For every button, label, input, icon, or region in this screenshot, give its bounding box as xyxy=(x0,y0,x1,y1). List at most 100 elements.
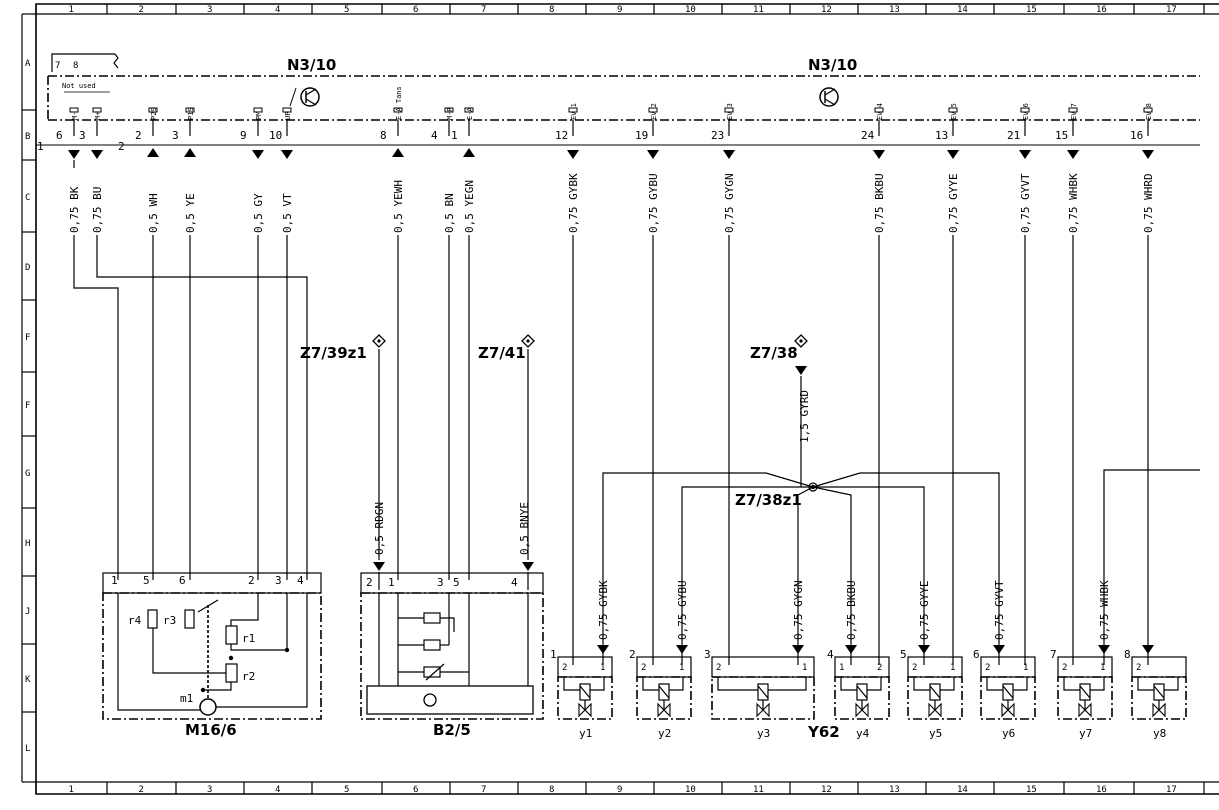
pin-e-a-in-arrow xyxy=(463,148,475,157)
pin-e-a-tans-number: 8 xyxy=(380,129,387,142)
pin-ev-5-out-arrow xyxy=(947,150,959,159)
grid-column-label-bottom: 16 xyxy=(1096,785,1107,795)
pin-p2s-number: 2 xyxy=(135,129,142,142)
w xyxy=(642,677,659,691)
splice-z7-39z1-icon-dot xyxy=(377,339,381,343)
valve-y5-coil-mark xyxy=(929,685,941,699)
valve-y4-valve-icon xyxy=(855,702,869,718)
w xyxy=(768,677,807,691)
pin-p1s-wire-label: 0,5 YE xyxy=(184,193,197,233)
pin-ev-8-out-arrow xyxy=(1142,150,1154,159)
w xyxy=(1164,677,1179,691)
pin-m--wire-label: 0,75 BU xyxy=(91,187,104,233)
pin-ev-8-number: 16 xyxy=(1130,129,1143,142)
control-unit-n3-10: N3/10 N3/10 7 8 Not used 1 2 xyxy=(36,53,1200,153)
valve-y7-housing xyxy=(1057,676,1113,720)
valve-y7-coil-mark xyxy=(1079,685,1091,699)
valve-y6-connector xyxy=(980,656,1036,678)
not-used-label: Not used xyxy=(62,82,96,90)
valve-y2-valve-icon xyxy=(657,702,671,718)
pin-m--socket xyxy=(69,107,79,113)
grid-column-label-bottom: 1 xyxy=(69,785,74,795)
valve-y5-number: 5 xyxy=(900,648,907,661)
pin-ev-7-out-arrow xyxy=(1067,150,1079,159)
pin-ev-3-number: 23 xyxy=(711,129,724,142)
w xyxy=(563,677,580,691)
transistor-collector xyxy=(824,88,836,96)
pin-m--signal: M- xyxy=(71,112,79,120)
pin-up-signal: UP xyxy=(284,112,292,120)
splices: Z7/39z1 Z7/41 Z7/38 Z7/38z1 1,5 GYRD 0,5… xyxy=(300,334,1200,665)
pin-ev-6-out-arrow xyxy=(1019,150,1031,159)
valve-y1-valve-icon xyxy=(578,702,592,718)
pin-up-out-arrow xyxy=(281,150,293,159)
grid-column-label-top: 13 xyxy=(889,5,900,15)
motor-m16-6: M16/6 1 5 6 2 3 4 r4 r3 r1 r2 m1 xyxy=(102,572,322,739)
grid-column-label-top: 4 xyxy=(275,5,280,15)
b25-pin-4: 4 xyxy=(511,576,518,589)
connector-number-1: 1 xyxy=(37,140,44,153)
grid-row-label: G xyxy=(25,469,30,479)
pin-ev-7-signal: EV 7 xyxy=(1070,103,1078,120)
grid-row-label: C xyxy=(25,193,30,203)
valve-y3-coil-mark xyxy=(757,685,769,699)
valve-y5-housing xyxy=(907,676,963,720)
valve-y3-pin: 1 xyxy=(802,663,807,673)
grid-column-label-top: 17 xyxy=(1166,5,1177,15)
pin-p2s-wire-label: 0,5 WH xyxy=(147,193,160,233)
splice-z7-41-icon-dot xyxy=(526,339,530,343)
star-whbk xyxy=(1103,469,1200,665)
pin-ev-1-socket xyxy=(568,107,578,113)
pin-ev-2-signal: EV 2 xyxy=(650,103,658,120)
pin-ev-4-wire-label: 0,75 BKBU xyxy=(873,173,886,233)
splice-z7-38-wire: 1,5 GYRD xyxy=(798,390,811,443)
w xyxy=(940,677,955,691)
grid-column-label-top: 5 xyxy=(344,5,349,15)
valve-y5-arrow xyxy=(918,645,930,654)
valve-y8-valve-icon xyxy=(1152,702,1166,718)
pin-p1s-socket xyxy=(185,107,195,113)
valve-y3-label: y3 xyxy=(757,727,770,740)
valve-y2-connector xyxy=(636,656,692,678)
valve-y2-arrow xyxy=(676,645,688,654)
m16-inner-wire xyxy=(230,593,288,651)
valve-y3-pin: 2 xyxy=(716,663,721,673)
b25-housing xyxy=(360,592,544,720)
w xyxy=(669,677,684,691)
valve-y2-label: y2 xyxy=(658,727,671,740)
b2-5-label: B2/5 xyxy=(433,721,471,739)
valve-y5-pin: 1 xyxy=(950,663,955,673)
grid-column-label-bottom: 5 xyxy=(344,785,349,795)
pin-ev-1-out-arrow xyxy=(567,150,579,159)
valve-y2-pin: 1 xyxy=(679,663,684,673)
pin-up-socket xyxy=(282,107,292,113)
grid-column-label-bottom: 13 xyxy=(889,785,900,795)
valve-y6-arrow xyxy=(993,645,1005,654)
pin-m--signal: M+ xyxy=(94,112,102,120)
grid-column-label-bottom: 8 xyxy=(549,785,554,795)
star-gygn xyxy=(797,486,814,665)
grid-column-label-bottom: 4 xyxy=(275,785,280,795)
valve-y7-number: 7 xyxy=(1050,648,1057,661)
pin-ev-6-wire-label: 0,75 GYVT xyxy=(1019,173,1032,233)
m16-r1-label: r1 xyxy=(242,632,255,645)
valve-y8-connector xyxy=(1131,656,1187,678)
transistor-emitter xyxy=(824,98,836,106)
m16-r4-icon xyxy=(147,609,158,629)
valve-y3-valve-icon xyxy=(756,702,770,718)
pin-e-a-signal: E-A xyxy=(466,107,474,120)
pin-pm-signal: PM xyxy=(255,112,263,120)
grid-column-label-top: 12 xyxy=(821,5,832,15)
grid-column-label-bottom: 14 xyxy=(957,785,968,795)
pin-p2s-signal: P2S xyxy=(150,107,158,120)
valve-y4-arrow xyxy=(845,645,857,654)
grid-column-label-bottom: 6 xyxy=(413,785,418,795)
not-used-bracket xyxy=(51,53,115,72)
z738-arrow xyxy=(795,366,807,375)
wire-m-minus xyxy=(73,235,119,580)
valve-y6-valve-icon xyxy=(1001,702,1015,718)
